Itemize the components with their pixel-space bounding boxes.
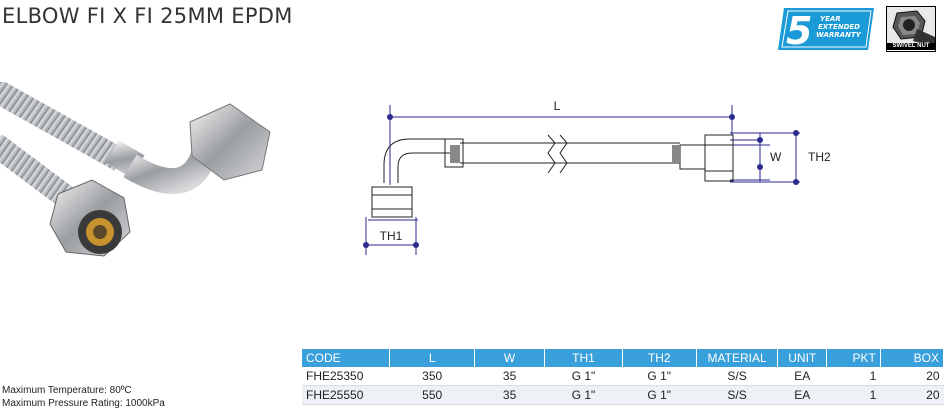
swivel-nut-icon bbox=[887, 7, 935, 47]
max-pressure: Maximum Pressure Rating: 1000kPa bbox=[2, 398, 165, 409]
cell-code: FHE25550 bbox=[302, 385, 390, 405]
col-pkt: PKT bbox=[826, 349, 881, 367]
warranty-line-2: EXTENDED bbox=[818, 23, 860, 31]
hose-drawing: L W TH2 TH1 bbox=[363, 99, 831, 255]
dimension-diagram: L W TH2 TH1 bbox=[350, 95, 835, 260]
swivel-nut-badge: SWIVEL NUT bbox=[886, 6, 936, 52]
dimension-th2-label: TH2 bbox=[808, 150, 831, 164]
col-box: BOX bbox=[880, 349, 944, 367]
col-code: CODE bbox=[302, 349, 391, 367]
dimension-th1-label: TH1 bbox=[380, 229, 403, 243]
col-th2: TH2 bbox=[622, 349, 697, 367]
warranty-badge-graphic: 5 YEAR EXTENDED WARRANTY bbox=[778, 8, 874, 52]
cell-unit: EA bbox=[777, 385, 827, 405]
col-w: W bbox=[474, 349, 546, 367]
cell-material: S/S bbox=[696, 367, 778, 386]
col-unit: UNIT bbox=[777, 349, 828, 367]
dimension-l-label: L bbox=[554, 99, 561, 113]
cell-pkt: 1 bbox=[826, 367, 881, 386]
table-header-row: CODE L W TH1 TH2 MATERIAL UNIT PKT BOX bbox=[302, 349, 944, 367]
col-th1: TH1 bbox=[544, 349, 623, 367]
cell-th1: G 1" bbox=[544, 385, 623, 405]
product-photo bbox=[0, 82, 285, 314]
cell-th2: G 1" bbox=[622, 385, 697, 405]
cell-th2: G 1" bbox=[622, 367, 697, 386]
cell-box: 20 bbox=[880, 367, 944, 386]
col-l: L bbox=[389, 349, 475, 367]
cell-unit: EA bbox=[777, 367, 827, 386]
cell-w: 35 bbox=[474, 385, 545, 405]
product-table: CODE L W TH1 TH2 MATERIAL UNIT PKT BOX F… bbox=[302, 349, 944, 405]
spec-notes: Maximum Temperature: 80ºC Maximum Pressu… bbox=[2, 384, 165, 410]
cell-th1: G 1" bbox=[544, 367, 623, 386]
warranty-badge: 5 YEAR EXTENDED WARRANTY bbox=[776, 6, 876, 52]
warranty-number: 5 bbox=[786, 9, 812, 52]
col-material: MATERIAL bbox=[696, 349, 779, 367]
table-row: FHE25350 350 35 G 1" G 1" S/S EA 1 20 bbox=[302, 367, 944, 386]
cell-w: 35 bbox=[474, 367, 545, 386]
cell-l: 550 bbox=[389, 385, 475, 405]
braided-hose-photo bbox=[0, 82, 271, 257]
cell-code: FHE25350 bbox=[302, 367, 390, 386]
swivel-nut-label: SWIVEL NUT bbox=[887, 43, 935, 50]
table-row: FHE25550 550 35 G 1" G 1" S/S EA 1 20 bbox=[302, 385, 944, 405]
warranty-line-1: YEAR bbox=[820, 15, 841, 23]
cell-pkt: 1 bbox=[826, 385, 881, 405]
dimension-w-label: W bbox=[770, 150, 782, 164]
cell-box: 20 bbox=[880, 385, 944, 405]
warranty-line-3: WARRANTY bbox=[816, 31, 862, 39]
page-title: ELBOW FI X FI 25MM EPDM bbox=[2, 4, 293, 28]
cell-l: 350 bbox=[389, 367, 475, 386]
cell-material: S/S bbox=[696, 385, 778, 405]
max-temperature: Maximum Temperature: 80ºC bbox=[2, 385, 132, 396]
